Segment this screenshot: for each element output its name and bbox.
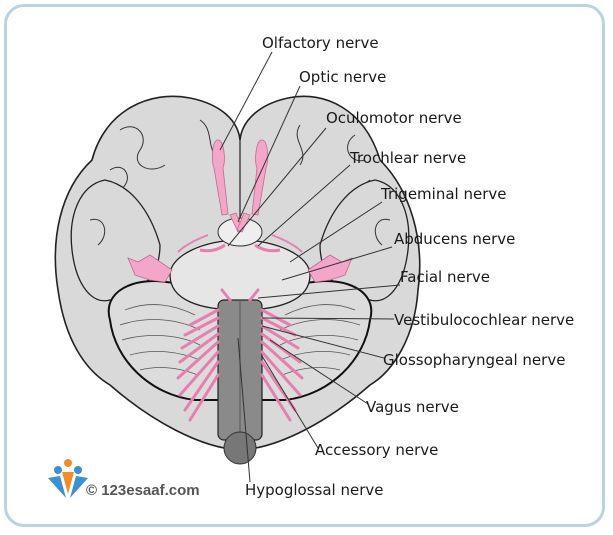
olfactory-bulb-left <box>211 139 229 216</box>
leader-facial <box>257 284 401 299</box>
label-trigeminal: Trigeminal nerve <box>380 185 506 203</box>
olfactory-bulb-right <box>251 139 269 216</box>
label-accessory: Accessory nerve <box>315 441 438 459</box>
label-vagus: Vagus nerve <box>366 398 459 416</box>
trigeminal-right <box>307 254 353 283</box>
leader-glossopharyngeal <box>261 325 385 359</box>
pons <box>169 239 311 311</box>
watermark-text: © 123esaaf.com <box>86 482 200 499</box>
leader-abducens <box>281 246 393 281</box>
label-vestibulocochlear: Vestibulocochlear nerve <box>394 311 574 329</box>
leader-vestibulocochlear <box>261 317 395 320</box>
nerves <box>127 139 353 283</box>
leader-trigeminal <box>289 201 383 263</box>
leader-trochlear <box>257 164 351 247</box>
leader-oculomotor <box>227 127 327 247</box>
trigeminal-left <box>127 254 173 283</box>
leader-optic <box>237 85 301 223</box>
people-logo-icon <box>48 459 88 498</box>
nerve-rootlets <box>176 288 304 422</box>
label-trochlear: Trochlear nerve <box>349 149 466 167</box>
label-olfactory: Olfactory nerve <box>262 34 379 52</box>
leader-vagus <box>269 339 369 405</box>
spinal-cord-section <box>223 431 257 465</box>
label-abducens: Abducens nerve <box>394 230 515 248</box>
label-oculomotor: Oculomotor nerve <box>326 109 462 127</box>
leader-hypoglossal <box>237 337 251 483</box>
leader-accessory <box>261 355 319 449</box>
watermark: © 123esaaf.com <box>48 459 200 499</box>
label-optic: Optic nerve <box>299 68 386 86</box>
leader-lines <box>219 51 401 483</box>
label-facial: Facial nerve <box>400 268 490 286</box>
label-hypoglossal: Hypoglossal nerve <box>245 481 384 499</box>
leader-olfactory <box>219 51 273 151</box>
label-glossopharyngeal: Glossopharyngeal nerve <box>383 351 565 369</box>
labels: Olfactory nerve Optic nerve Oculomotor n… <box>245 34 574 499</box>
frame-border <box>4 4 605 527</box>
